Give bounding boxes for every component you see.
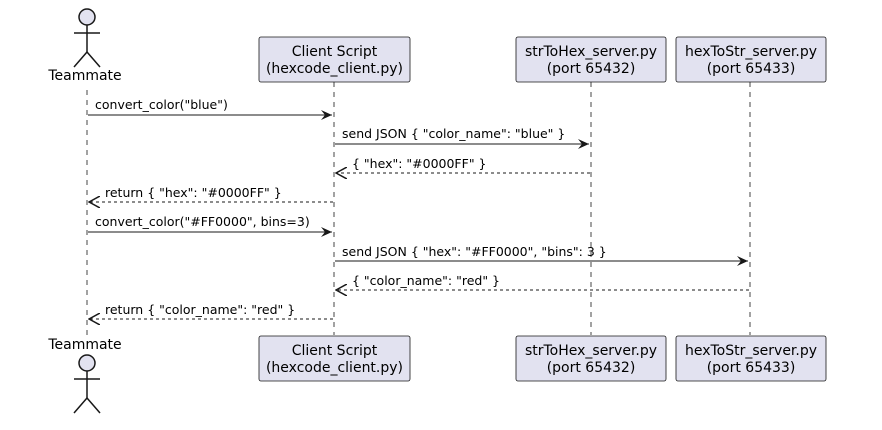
lifelines: [86, 82, 751, 335]
participant-title: strToHex_server.py: [525, 44, 657, 60]
message-1: send JSON { "color_name": "blue" }: [335, 126, 589, 149]
stick-figure-icon: [73, 354, 101, 414]
participant-hextostr-bottom: hexToStr_server.py (port 65433): [675, 335, 827, 382]
actor-top: Teammate: [47, 8, 122, 84]
messages: convert_color("blue") send JSON { "color…: [88, 97, 749, 319]
participant-subtitle: (port 65433): [707, 360, 796, 376]
participant-client-top: Client Script (hexcode_client.py): [258, 36, 411, 83]
participant-title: Client Script: [292, 44, 378, 60]
message-3: return { "hex": "#0000FF" }: [89, 185, 333, 202]
participant-title: Client Script: [292, 343, 378, 359]
actor-label-bottom: Teammate: [47, 337, 121, 353]
message-5: send JSON { "hex": "#FF0000", "bins": 3 …: [335, 244, 748, 266]
message-label: return { "color_name": "red" }: [105, 302, 295, 317]
message-0: convert_color("blue"): [88, 97, 332, 120]
message-label: return { "hex": "#0000FF" }: [105, 185, 282, 200]
participant-subtitle: (hexcode_client.py): [266, 360, 403, 376]
message-label: convert_color("#FF0000", bins=3): [95, 214, 310, 229]
participant-title: strToHex_server.py: [525, 343, 657, 359]
participant-strtohex-top: strToHex_server.py (port 65432): [515, 36, 667, 83]
message-label: send JSON { "color_name": "blue" }: [342, 126, 565, 141]
participant-subtitle: (port 65432): [547, 360, 636, 376]
message-label: convert_color("blue"): [95, 97, 228, 112]
message-2: { "hex": "#0000FF" }: [336, 156, 590, 173]
participant-subtitle: (port 65432): [547, 61, 636, 77]
participant-title: hexToStr_server.py: [685, 44, 817, 60]
actor-label-top: Teammate: [47, 68, 121, 84]
actor-bottom: Teammate: [47, 337, 122, 414]
message-label: send JSON { "hex": "#FF0000", "bins": 3 …: [342, 244, 607, 259]
message-7: return { "color_name": "red" }: [89, 302, 333, 319]
message-label: { "hex": "#0000FF" }: [352, 156, 487, 171]
participant-subtitle: (port 65433): [707, 61, 796, 77]
message-6: { "color_name": "red" }: [336, 273, 749, 290]
message-label: { "color_name": "red" }: [352, 273, 500, 288]
participant-title: hexToStr_server.py: [685, 343, 817, 359]
participant-client-bottom: Client Script (hexcode_client.py): [258, 335, 411, 382]
participant-hextostr-top: hexToStr_server.py (port 65433): [675, 36, 827, 83]
participant-subtitle: (hexcode_client.py): [266, 61, 403, 77]
message-4: convert_color("#FF0000", bins=3): [88, 214, 332, 237]
stick-figure-icon: [73, 8, 101, 68]
participant-strtohex-bottom: strToHex_server.py (port 65432): [515, 335, 667, 382]
